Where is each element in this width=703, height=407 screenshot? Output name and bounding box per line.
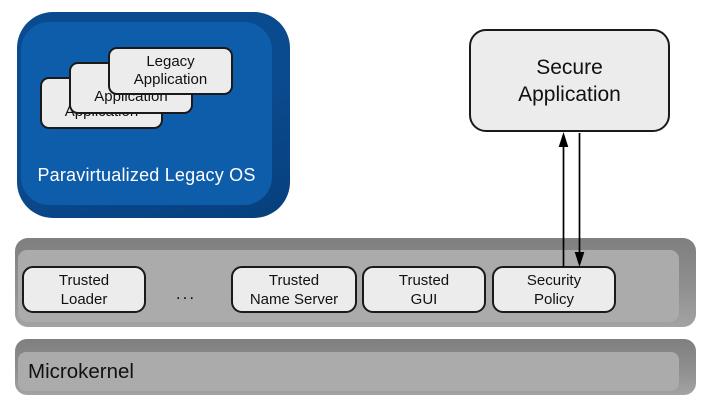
security-policy-box: Security Policy — [492, 266, 616, 313]
secure-application-line1: Secure — [536, 55, 603, 79]
security-policy-line2: Policy — [533, 290, 574, 308]
services-bar-face: Trusted Loader ... Trusted Name Server T… — [18, 250, 679, 322]
microkernel-bar: Microkernel — [15, 339, 696, 395]
trusted-loader-box: Trusted Loader — [22, 266, 146, 313]
legacy-app-card-front: Legacy Application — [108, 47, 233, 95]
trusted-name-server-box: Trusted Name Server — [231, 266, 357, 313]
secure-application-line2: Application — [518, 82, 621, 106]
security-policy-line1: Security — [526, 271, 582, 289]
microkernel-label: Microkernel — [28, 359, 134, 383]
trusted-name-server-line1: Trusted — [268, 271, 320, 289]
legacy-os-box: Legacy Application Legacy Application Le… — [17, 12, 290, 218]
services-bar: Trusted Loader ... Trusted Name Server T… — [15, 238, 696, 327]
trusted-loader-line1: Trusted — [58, 271, 110, 289]
ellipsis-label: ... — [175, 284, 197, 303]
legacy-app-label-line2: Application — [133, 71, 208, 88]
paravirtualized-os-label: Paravirtualized Legacy OS — [37, 164, 256, 185]
secure-application-box: Secure Application — [469, 29, 670, 132]
microkernel-bar-face: Microkernel — [18, 352, 679, 391]
trusted-name-server-line2: Name Server — [249, 290, 339, 308]
trusted-loader-line2: Loader — [60, 290, 108, 308]
trusted-gui-line1: Trusted — [398, 271, 450, 289]
trusted-gui-box: Trusted GUI — [362, 266, 486, 313]
trusted-gui-line2: GUI — [410, 290, 438, 308]
legacy-app-label-line1: Legacy — [146, 53, 195, 70]
